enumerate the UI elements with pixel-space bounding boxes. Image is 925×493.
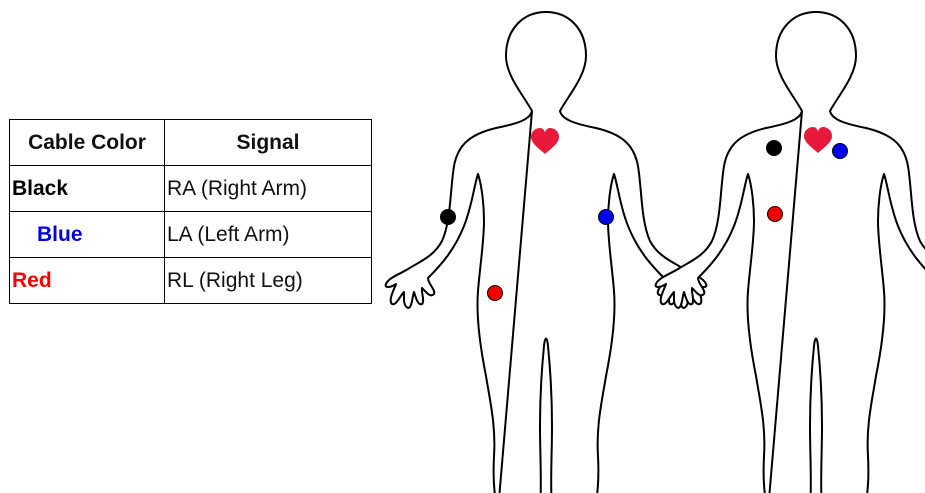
electrode-red-rl (488, 286, 503, 301)
body-outline-chest (656, 12, 925, 493)
figure-front-view (386, 12, 707, 493)
electrode-blue-la (833, 144, 848, 159)
figure-chest-view (656, 12, 925, 493)
electrode-black-ra (767, 141, 782, 156)
electrode-black-ra (441, 210, 456, 225)
electrode-blue-la (599, 210, 614, 225)
electrode-red-rl (768, 207, 783, 222)
body-outline-front (386, 12, 707, 493)
